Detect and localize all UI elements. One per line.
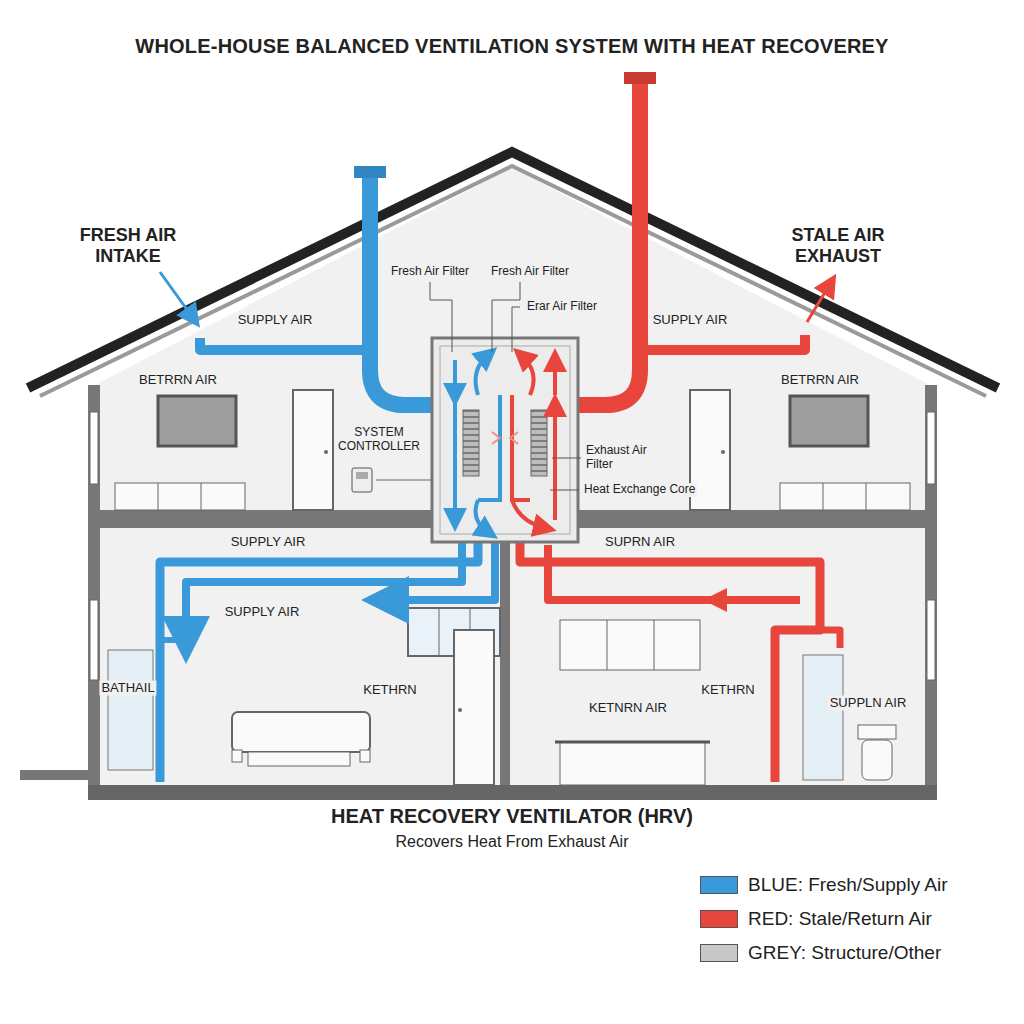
callout-label: STALE AIR EXHAUST	[771, 225, 905, 266]
legend-swatch	[700, 876, 738, 894]
legend-text: RED: Stale/Return Air	[748, 908, 932, 930]
legend-text: BLUE: Fresh/Supply Air	[748, 874, 948, 896]
duct-label: SUPPLY AIR	[229, 535, 308, 550]
legend-swatch	[700, 910, 738, 928]
room-label: BETRRN AIR	[779, 373, 861, 388]
legend-row: BLUE: Fresh/Supply Air	[700, 868, 948, 902]
duct-label: SUPPLY AIR	[223, 605, 302, 620]
room-label: KETHRN	[699, 683, 756, 698]
room-label: KETHRN	[361, 683, 418, 698]
part-label: Fresh Air Filter	[489, 265, 571, 279]
legend-text: GREY: Structure/Other	[748, 942, 941, 964]
duct-label: SUPRN AIR	[603, 535, 677, 550]
room-label: BETRRN AIR	[137, 373, 219, 388]
unit-name: HEAT RECOVERY VENTILATOR (HRV)	[329, 805, 695, 828]
legend-row: GREY: Structure/Other	[700, 936, 948, 970]
legend-swatch	[700, 944, 738, 962]
unit-subtitle: Recovers Heat From Exhaust Air	[394, 833, 631, 851]
duct-label: SUPPLY AIR	[236, 313, 315, 328]
room-label: SUPPLN AIR	[828, 696, 909, 711]
part-label: SYSTEM CONTROLLER	[334, 426, 424, 454]
callout-label: FRESH AIR INTAKE	[61, 225, 195, 266]
room-label: BATHAIL	[99, 681, 156, 696]
duct-label: SUPPLY AIR	[651, 313, 730, 328]
part-label: Heat Exchange Core	[582, 483, 697, 497]
part-label: Fresh Air Filter	[389, 265, 471, 279]
part-label: Exhaust Air Filter	[584, 444, 678, 472]
diagram-title: WHOLE-HOUSE BALANCED VENTILATION SYSTEM …	[135, 35, 888, 58]
room-label: KETNRN AIR	[587, 701, 669, 716]
legend: BLUE: Fresh/Supply AirRED: Stale/Return …	[700, 868, 948, 970]
legend-row: RED: Stale/Return Air	[700, 902, 948, 936]
part-label: Erar Air Filter	[525, 300, 599, 314]
